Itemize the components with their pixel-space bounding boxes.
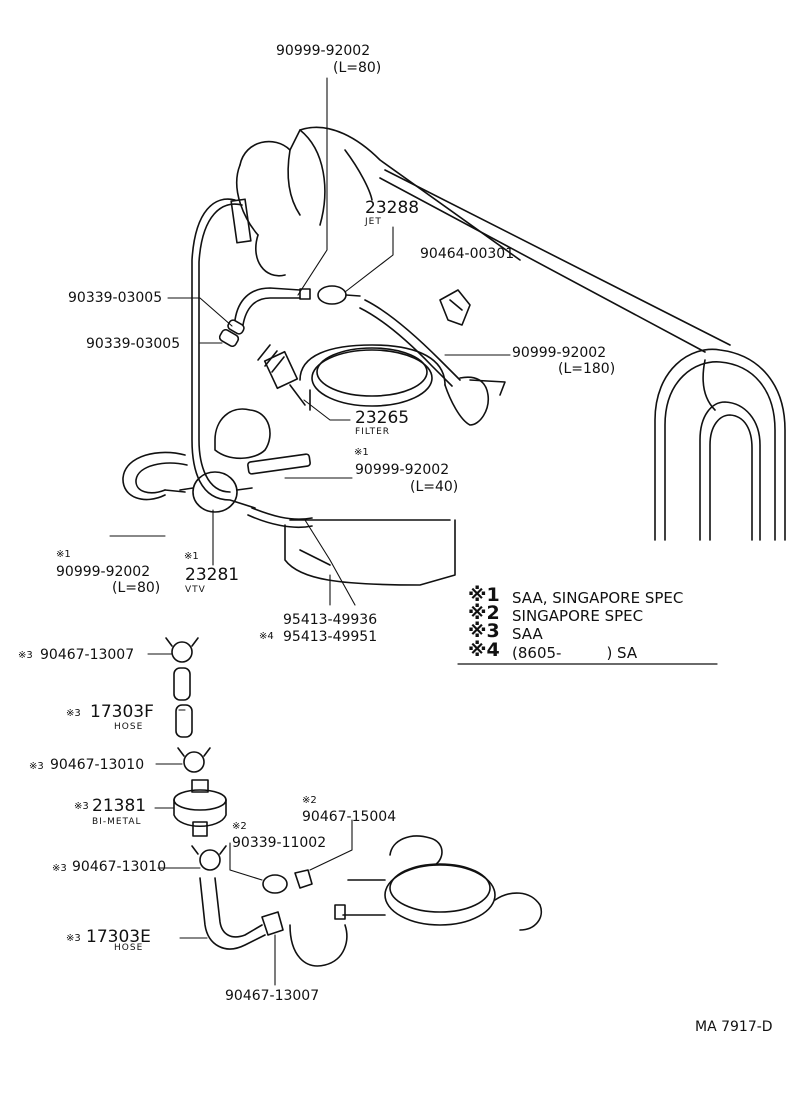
hose-chain	[165, 637, 211, 773]
part-90467-13010-a: 90467-13010	[50, 757, 145, 773]
vtv	[179, 471, 253, 513]
pulley	[654, 348, 786, 541]
part-90999-92002-l80-top: 90999-92002	[276, 44, 370, 58]
part-90999-92002-l80-length: (L=80)	[112, 580, 161, 596]
part-23288-desc: JET	[365, 217, 382, 227]
part-23265-desc: FILTER	[355, 427, 391, 437]
part-number: 90999-92002	[276, 43, 371, 59]
part-90339-03005-b: 90339-03005	[86, 336, 181, 352]
part-17303e-desc: HOSE	[114, 943, 144, 953]
legend-text-4: (8605- ) SA	[512, 644, 638, 662]
engine-outline	[235, 126, 521, 277]
part-90339-11002-mark: ※2	[232, 821, 247, 832]
clip	[439, 289, 471, 326]
part-17303f: 17303F	[90, 702, 154, 722]
part-90467-13010-b-mark: ※3	[52, 863, 67, 874]
part-90999-92002-l80-mark: ※1	[56, 549, 71, 560]
legend-mark-2: ※2	[468, 602, 500, 624]
bent-hose	[199, 877, 266, 950]
part-21381-mark: ※3	[74, 801, 89, 812]
legend-mark-1: ※1	[468, 584, 500, 606]
part-90999-92002-l40-mark: ※1	[354, 447, 369, 458]
part-17303f-mark: ※3	[66, 708, 81, 719]
part-90339-03005-a: 90339-03005	[68, 290, 163, 306]
part-90467-13010-a-mark: ※3	[29, 761, 44, 772]
part-90467-15004-mark: ※2	[302, 795, 317, 806]
part-length: (L=80)	[333, 60, 382, 76]
part-17303e: 17303E	[86, 927, 151, 947]
part-90339-11002: 90339-11002	[232, 835, 327, 851]
legend-text-1: SAA, SINGAPORE SPEC	[512, 589, 684, 607]
legend-mark-3: ※3	[468, 620, 500, 642]
air-cleaner	[299, 344, 506, 426]
filter	[257, 344, 306, 406]
diagram-code: MA 7917-D	[695, 1019, 773, 1035]
part-95413-49936: 95413-49936	[283, 612, 378, 628]
jet	[299, 285, 361, 305]
part-90464-00301: 90464-00301	[420, 246, 515, 262]
part-23281-mark: ※1	[184, 551, 199, 562]
part-90467-13010-b: 90467-13010	[72, 859, 167, 875]
part-23288: 23288	[365, 198, 420, 218]
part-95413-49951-mark: ※4	[259, 631, 274, 642]
part-23281-desc: VTV	[185, 585, 206, 595]
bimetal	[173, 779, 227, 837]
part-90999-92002-l40: 90999-92002	[355, 462, 450, 478]
part-23265: 23265	[355, 408, 410, 428]
part-90999-92002-l180: 90999-92002	[512, 345, 607, 361]
part-90467-13007-a: 90467-13007	[40, 647, 135, 663]
legend-mark-4: ※4	[468, 639, 500, 661]
legend-text-3: SAA	[512, 625, 543, 643]
part-95413-49951: 95413-49951	[283, 629, 378, 645]
part-90999-92002-l180-length: (L=180)	[558, 361, 616, 377]
part-90467-15004: 90467-15004	[302, 809, 397, 825]
part-23281: 23281	[185, 565, 240, 585]
part-21381: 21381	[92, 796, 147, 816]
part-17303e-mark: ※3	[66, 933, 81, 944]
part-21381-desc: BI-METAL	[92, 817, 142, 827]
belt-line	[384, 169, 731, 346]
intake-manifold	[284, 519, 456, 586]
part-90999-92002-l80: 90999-92002	[56, 564, 151, 580]
leader-lines	[109, 77, 511, 986]
part-17303f-desc: HOSE	[114, 722, 144, 732]
part-90467-13007-mark: ※3	[18, 650, 33, 661]
lower-assembly	[289, 835, 542, 967]
u-hose	[122, 451, 186, 501]
vacuum-hose-upper	[191, 198, 256, 509]
part-90467-13007-b: 90467-13007	[225, 988, 320, 1004]
part-90999-92002-l40-length: (L=40)	[410, 479, 459, 495]
legend-text-2: SINGAPORE SPEC	[512, 607, 644, 625]
